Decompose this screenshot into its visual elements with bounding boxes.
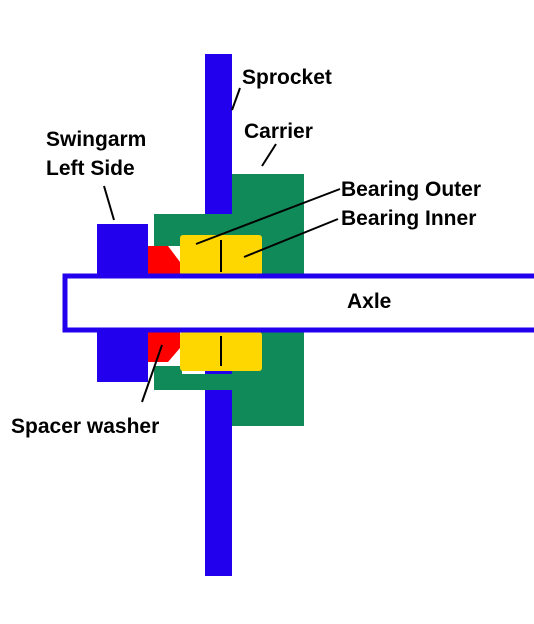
- spacer-washer-lower: [148, 332, 180, 362]
- swingarm-upper: [97, 224, 148, 276]
- swingarm-label-line1: Swingarm: [46, 128, 146, 151]
- axle-label: Axle: [347, 290, 391, 313]
- bearing-outer-leader: [195, 188, 341, 245]
- swingarm-label-line2: Left Side: [46, 157, 135, 180]
- spacer-washer-upper: [148, 246, 180, 276]
- sprocket-label: Sprocket: [242, 66, 332, 89]
- bearing-inner-leader: [243, 218, 339, 258]
- spacer-washer-leader: [141, 344, 163, 403]
- bearing-inner-label: Bearing Inner: [341, 207, 476, 230]
- spacer-washer-label: Spacer washer: [11, 415, 159, 438]
- swingarm-leader: [103, 185, 115, 221]
- carrier-label: Carrier: [244, 120, 313, 143]
- sprocket-leader: [231, 87, 241, 111]
- axle: [62, 273, 534, 333]
- swingarm-lower: [97, 332, 148, 382]
- bearing-outer-label: Bearing Outer: [341, 178, 481, 201]
- carrier-leader: [261, 143, 277, 167]
